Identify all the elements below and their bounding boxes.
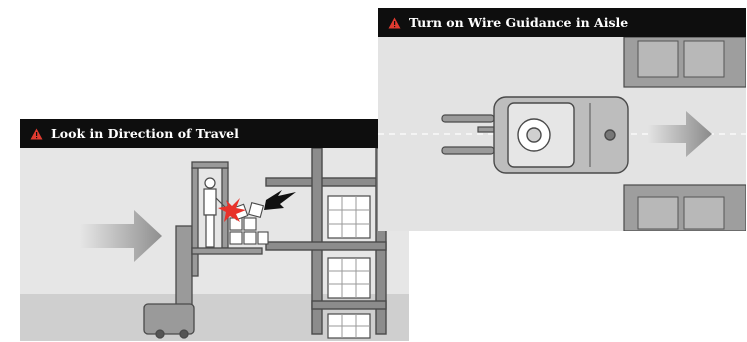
caption-bar: Turn on Wire Guidance in Aisle [378, 8, 746, 37]
rack-pallets [328, 196, 370, 338]
travel-direction-illustration [20, 148, 409, 341]
caption-bar: Look in Direction of Travel [20, 119, 409, 148]
panel-caption: Look in Direction of Travel [51, 126, 239, 141]
forklift-top-view [494, 97, 628, 173]
impact-arrow [264, 190, 296, 210]
wire-guidance-illustration [378, 37, 746, 231]
look-direction-panel: Look in Direction of Travel [20, 119, 409, 341]
travel-direction-arrow [648, 111, 712, 157]
warning-triangle-icon [388, 17, 401, 29]
travel-direction-arrow [80, 210, 162, 262]
warning-triangle-icon [30, 128, 43, 140]
panel-caption: Turn on Wire Guidance in Aisle [409, 15, 628, 30]
wire-guidance-panel: Turn on Wire Guidance in Aisle [378, 8, 746, 231]
